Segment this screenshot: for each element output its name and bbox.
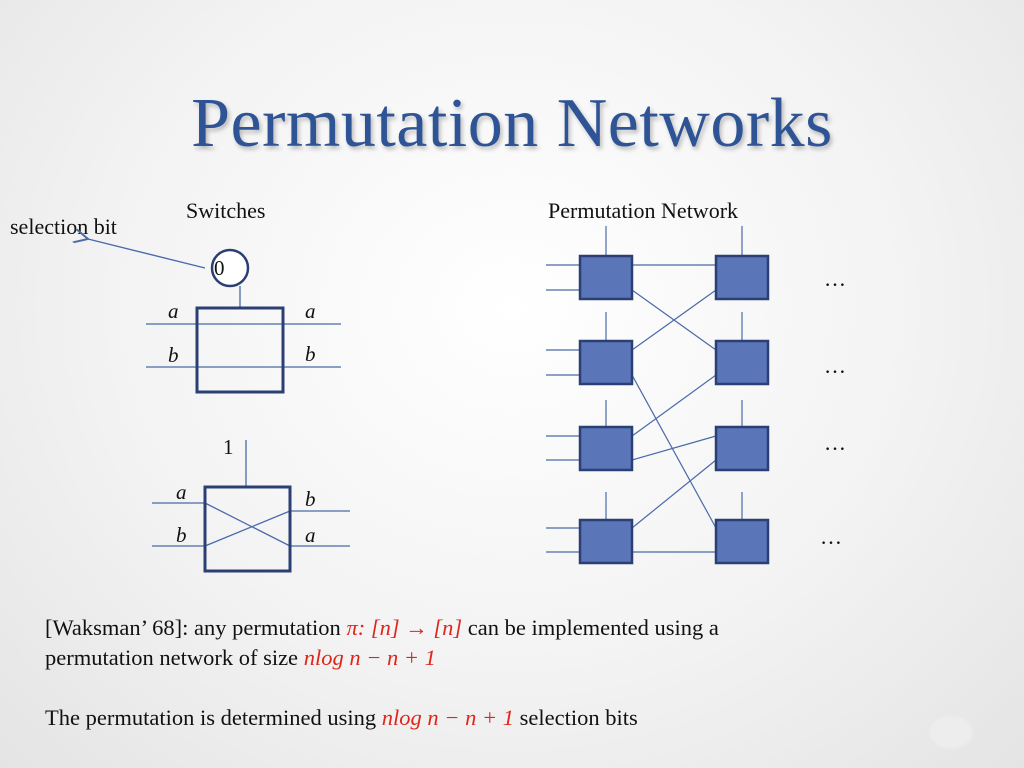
switch0-out-bottom: b [305,342,316,366]
switch0-out-top: a [305,299,316,323]
switch-crossed-box [203,485,292,573]
slide-corner-decoration [928,714,974,750]
switch-cross-line-2 [204,510,291,547]
ellipsis-2: … [824,353,846,378]
switch1-out-top: b [305,487,316,511]
network-switch-2-1 [578,339,634,386]
selection-bits-formula: nlog n − n + 1 [381,705,515,730]
waksman-line-2: permutation network of size nlog n − n +… [45,645,436,670]
ellipsis-1: … [824,266,846,291]
switch0-in-top: a [168,299,179,323]
switch-bit-0: 0 [214,256,225,280]
switch1-in-bottom: b [176,523,187,547]
size-formula: nlog n − n + 1 [303,645,436,670]
switches-heading: Switches [186,198,266,223]
page-title: Permutation Networks [191,85,833,162]
network-switch-1-2 [714,254,770,301]
network-switch-3-1 [578,425,634,472]
switch1-in-top: a [176,480,187,504]
permutation-formula: π: [n] → [n] [346,615,463,640]
selection-arrow [88,239,206,269]
waksman-line-1: [Waksman’ 68]: any permutation π: [n] → … [45,615,719,640]
network-switch-1-1 [578,254,634,301]
switch-bit-1: 1 [223,435,234,459]
switch-cross-line-1 [204,502,291,547]
ellipsis-3: … [824,430,846,455]
network-switch-4-1 [578,518,634,565]
ellipsis-4: … [820,524,842,549]
network-switch-3-2 [714,425,770,472]
network-heading: Permutation Network [548,198,739,223]
switch0-in-bottom: b [168,343,179,367]
network-switch-4-2 [714,518,770,565]
selection-bit-circle [210,248,250,288]
switch-straight-box [195,306,285,394]
selection-bits-line: The permutation is determined using nlog… [45,705,638,730]
network-wires [546,226,743,553]
selection-bit-label: selection bit [10,214,117,239]
switch1-out-bottom: a [305,523,316,547]
network-switch-2-2 [714,339,770,386]
